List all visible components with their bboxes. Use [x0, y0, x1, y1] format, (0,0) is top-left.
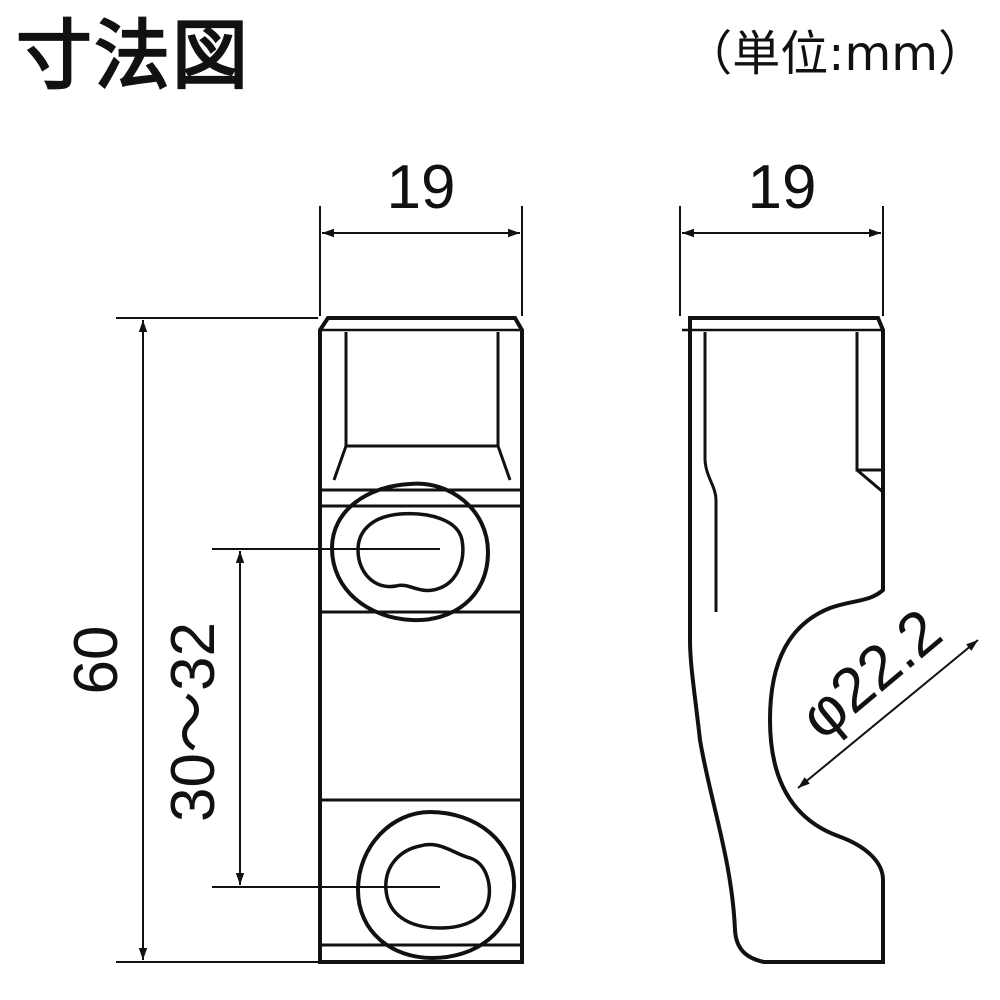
- front-view: 19 60 30～32: [62, 153, 524, 964]
- front-body-outline: [318, 316, 524, 964]
- side-view: 19 φ22.2: [679, 153, 979, 964]
- unit-label: （単位:mm）: [684, 26, 986, 82]
- page-title: 寸法図: [16, 11, 250, 100]
- front-width-label: 19: [387, 153, 456, 222]
- hole-pitch-label: 30～32: [159, 622, 228, 822]
- front-upper-slot: [332, 332, 512, 481]
- front-upper-hole: [329, 481, 491, 623]
- side-right-step: [856, 468, 884, 494]
- side-width-label: 19: [748, 153, 817, 222]
- side-left-step: [703, 332, 718, 612]
- diameter-dimension-line: [797, 639, 979, 789]
- front-lower-hole: [355, 809, 517, 961]
- height-label: 60: [62, 626, 131, 695]
- side-body-outline: [688, 316, 885, 964]
- side-right-slot: [855, 332, 883, 472]
